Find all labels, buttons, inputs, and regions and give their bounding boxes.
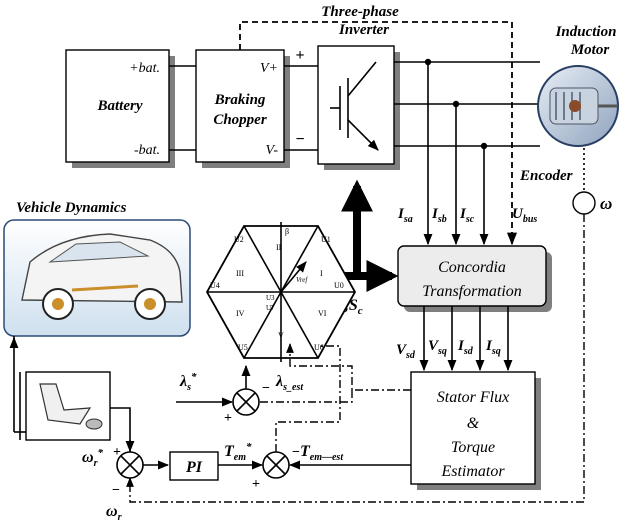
svg-text:Isc: Isc <box>459 206 475 225</box>
svm-hexagon-diagram: β U1 U2 U4 U6 U5 U0 U3 U7 Vref I II III … <box>205 222 357 362</box>
svg-text:ωr*: ωr* <box>82 447 103 469</box>
vehicle-image <box>3 219 191 337</box>
chopper-vminus: V- <box>266 143 279 158</box>
isc-sub: sc <box>465 214 475 225</box>
svg-text:Tem*: Tem* <box>224 441 252 463</box>
induction-motor-image: Induction Motor <box>537 24 619 147</box>
svg-text:U1: U1 <box>321 235 331 244</box>
igbt-icon <box>330 61 379 151</box>
encoder-label: Encoder <box>519 168 573 184</box>
speed-plus-sign: + <box>113 445 121 460</box>
chopper-label1: Braking <box>214 92 266 108</box>
speed-ref-label: ω <box>82 449 94 466</box>
motor-label1: Induction <box>555 24 617 40</box>
vehicle-label: Vehicle Dynamics <box>16 200 127 216</box>
encoder-icon <box>572 191 596 215</box>
svg-text:U7: U7 <box>266 304 275 312</box>
svg-text:Vsq: Vsq <box>428 338 447 357</box>
isb-label: I <box>431 206 439 222</box>
svg-text:U0: U0 <box>334 281 344 290</box>
pedal-image <box>25 371 111 441</box>
chopper-vplus: V+ <box>260 61 278 76</box>
pi-controller-block: PI <box>169 451 219 481</box>
svg-text:β: β <box>285 227 289 236</box>
flux-ref-label: λ <box>179 373 187 390</box>
speed-minus-sign: − <box>112 483 120 498</box>
svg-text:U5: U5 <box>238 343 248 352</box>
ubus-sub: bus <box>523 214 538 225</box>
ubus-label: U <box>512 206 524 222</box>
svg-text:λs*: λs* <box>179 371 197 393</box>
torque-minus-sign: − <box>292 445 300 460</box>
svg-text:I: I <box>320 269 323 278</box>
svg-text:Isb: Isb <box>431 206 447 225</box>
torque-est-label: T <box>300 443 311 460</box>
svg-text:Isd: Isd <box>457 338 474 357</box>
inverter-block <box>317 45 400 170</box>
title-line2: Inverter <box>338 22 389 38</box>
svg-text:U2: U2 <box>234 235 244 244</box>
isq-label: I <box>485 338 493 354</box>
isc-label: I <box>459 206 467 222</box>
flux-plus-sign: + <box>224 411 232 426</box>
svg-text:VI: VI <box>318 309 327 318</box>
torque-plus-sign: + <box>252 477 260 492</box>
svg-text:λs_est: λs_est <box>275 373 304 393</box>
flux-minus-sign: − <box>262 381 270 396</box>
battery-label: Battery <box>97 98 143 114</box>
battery-block: +bat. Battery -bat. <box>65 49 175 168</box>
estimator-line2: & <box>467 415 480 432</box>
estimator-line1: Stator Flux <box>437 389 509 406</box>
concordia-block: Concordia Transformation <box>397 245 552 312</box>
vsq-label: V <box>428 338 440 354</box>
svg-text:Vsd: Vsd <box>396 342 416 361</box>
svg-text:IV: IV <box>236 309 245 318</box>
flux-est-label: λ <box>275 373 283 390</box>
speed-meas-label: ω <box>106 503 118 520</box>
isb-sub: sb <box>437 214 447 225</box>
inverter-plus-sign: + <box>295 47 304 64</box>
estimator-line3: Torque <box>451 439 495 456</box>
isa-label: I <box>397 206 405 222</box>
motor-omega-label: ω <box>600 194 612 213</box>
torque-ref-label: T <box>224 443 235 460</box>
motor-label2: Motor <box>570 42 610 58</box>
concordia-line1: Concordia <box>438 259 506 276</box>
svg-text:Vref: Vref <box>296 276 308 284</box>
chopper-label2: Chopper <box>213 112 267 128</box>
vsd-label: V <box>396 342 408 358</box>
inverter-minus-sign: − <box>295 131 304 148</box>
isd-label: I <box>457 338 465 354</box>
battery-pos-label: +bat. <box>129 61 160 76</box>
title-line1: Three-phase <box>321 4 399 20</box>
svg-text:ωr: ωr <box>106 503 122 523</box>
estimator-block: Stator Flux & Torque Estimator <box>410 371 541 490</box>
pi-label: PI <box>185 459 203 476</box>
svg-text:V: V <box>278 331 284 340</box>
svg-text:U6: U6 <box>314 343 324 352</box>
svg-text:Ubus: Ubus <box>512 206 537 225</box>
svg-text:Tem—est: Tem—est <box>300 443 344 463</box>
concordia-line2: Transformation <box>422 283 522 300</box>
svg-text:III: III <box>236 269 244 278</box>
svg-text:Isq: Isq <box>485 338 501 357</box>
battery-neg-label: -bat. <box>134 143 160 158</box>
svg-text:U4: U4 <box>210 281 220 290</box>
isa-sub: sa <box>403 214 413 225</box>
svg-text:II: II <box>276 243 282 252</box>
svg-text:U3: U3 <box>266 294 275 302</box>
svg-text:Isa: Isa <box>397 206 413 225</box>
braking-chopper-block: Braking Chopper V+ V- <box>195 49 290 168</box>
estimator-line4: Estimator <box>440 463 505 480</box>
